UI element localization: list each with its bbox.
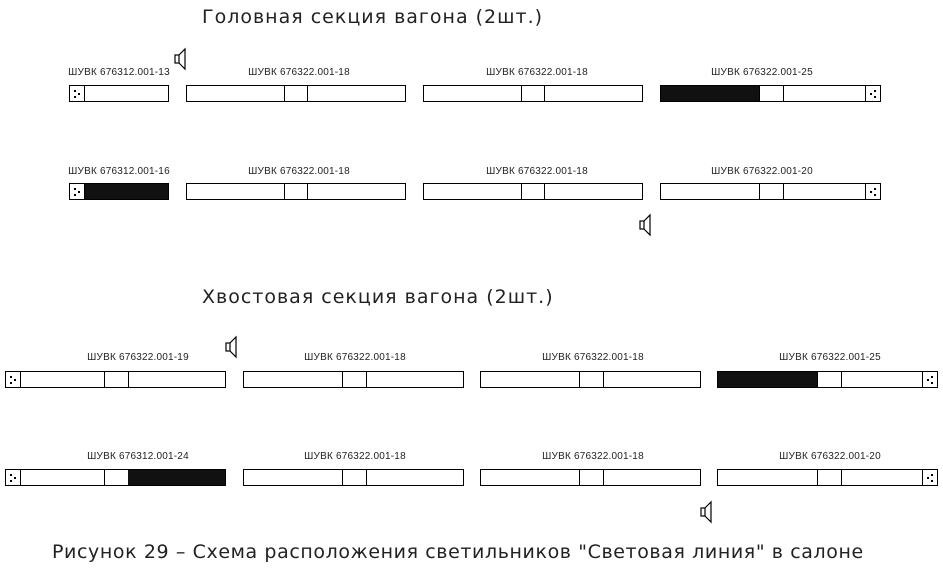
- fixture-label: ШУВК 676322.001-18: [542, 451, 644, 462]
- light-fixture-mid: [423, 85, 643, 102]
- light-fixture-end-right: [660, 183, 881, 200]
- fixture-label: ШУВК 676322.001-18: [304, 352, 406, 363]
- fixture-label: ШУВК 676322.001-19: [87, 352, 189, 363]
- fixture-label: ШУВК 676312.001-24: [87, 451, 189, 462]
- fixture-label: ШУВК 676312.001-13: [68, 67, 170, 78]
- fixture-dark-section: [128, 470, 225, 485]
- speaker-icon: [639, 213, 651, 237]
- light-fixture-end-left: [69, 183, 169, 200]
- light-fixture-end-left: [5, 469, 226, 486]
- fixture-label: ШУВК 676322.001-18: [248, 166, 350, 177]
- light-fixture-end-left: [69, 85, 169, 102]
- connector-icon: [865, 184, 880, 199]
- fixture-label: ШУВК 676322.001-25: [711, 67, 813, 78]
- speaker-icon: [700, 500, 712, 524]
- light-fixture-mid: [186, 85, 406, 102]
- fixture-label: ШУВК 676322.001-18: [486, 67, 588, 78]
- light-fixture-mid: [243, 371, 464, 388]
- light-fixture-mid: [480, 371, 701, 388]
- fixture-label: ШУВК 676322.001-18: [304, 451, 406, 462]
- light-fixture-mid: [243, 469, 464, 486]
- speaker-icon: [225, 335, 237, 359]
- fixture-label: ШУВК 676322.001-18: [486, 166, 588, 177]
- light-fixture-mid: [423, 183, 643, 200]
- connector-icon: [70, 86, 85, 101]
- fixture-label: ШУВК 676322.001-20: [779, 451, 881, 462]
- light-fixture-end-right: [660, 85, 881, 102]
- fixture-label: ШУВК 676322.001-18: [248, 67, 350, 78]
- speaker-icon: [174, 47, 186, 71]
- connector-icon: [865, 86, 880, 101]
- connector-icon: [922, 372, 937, 387]
- fixture-dark-section: [718, 372, 817, 387]
- light-fixture-mid: [480, 469, 701, 486]
- connector-icon: [922, 470, 937, 485]
- fixture-label: ШУВК 676312.001-16: [68, 166, 170, 177]
- light-fixture-end-left: [5, 371, 226, 388]
- light-fixture-end-right: [717, 469, 938, 486]
- figure-caption: Рисунок 29 – Схема расположения светильн…: [52, 541, 864, 563]
- section-title-head: Головная секция вагона (2шт.): [202, 6, 544, 28]
- fixture-label: ШУВК 676322.001-18: [542, 352, 644, 363]
- connector-icon: [6, 372, 21, 387]
- connector-icon: [70, 184, 85, 199]
- fixture-dark-section: [661, 86, 759, 101]
- connector-icon: [6, 470, 21, 485]
- fixture-label: ШУВК 676322.001-20: [711, 166, 813, 177]
- fixture-dark-section: [85, 184, 168, 199]
- light-fixture-mid: [186, 183, 406, 200]
- fixture-label: ШУВК 676322.001-25: [779, 352, 881, 363]
- section-title-tail: Хвостовая секция вагона (2шт.): [202, 286, 554, 308]
- light-fixture-end-right: [717, 371, 938, 388]
